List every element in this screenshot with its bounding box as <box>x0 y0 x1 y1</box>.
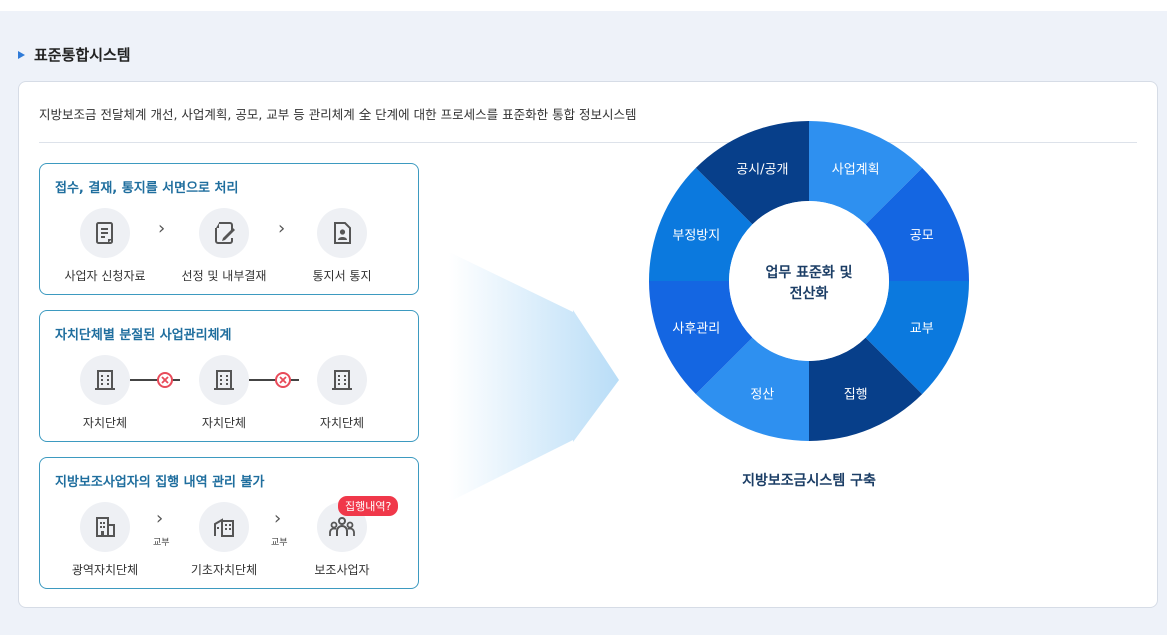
item-label: 기초자치단체 <box>190 563 258 577</box>
wheel-segment-label: 사후관리 <box>672 322 720 337</box>
wheel-segment <box>695 337 809 441</box>
problem-box-paper: 접수, 결재, 통지를 서면으로 처리 사업자 신청자료 › 선정 및 내부결재… <box>39 163 419 295</box>
connector-line <box>249 379 299 381</box>
execution-question-badge: 집행내역? <box>338 496 399 516</box>
item-label: 자치단체 <box>201 416 247 430</box>
wheel-segment <box>649 167 753 281</box>
wheel-segment <box>809 337 923 441</box>
building-icon <box>317 355 367 405</box>
item-label: 광역자치단체 <box>71 563 139 577</box>
divider <box>39 142 1137 143</box>
local-government: 자치단체 <box>169 355 279 431</box>
wheel-segment <box>865 167 969 281</box>
system-build-label: 지방보조금시스템 구축 <box>742 473 876 489</box>
wheel-segment-label: 정산 <box>750 388 774 403</box>
transition-arrow-icon <box>449 252 619 502</box>
disconnect-x-icon <box>157 372 173 388</box>
wheel-segment <box>865 281 969 395</box>
connector-line <box>130 379 180 381</box>
triangle-bullet-icon <box>18 50 25 59</box>
step-label: 선정 및 내부결재 <box>181 269 267 283</box>
wheel-center <box>729 201 889 361</box>
wheel-center-label: 전산화 <box>790 285 829 302</box>
flow-step: 광역자치단체 <box>50 502 160 578</box>
building-icon <box>80 355 130 405</box>
edit-document-icon <box>199 208 249 258</box>
step-label: 사업자 신청자료 <box>64 269 146 283</box>
building-icon <box>199 355 249 405</box>
chevron-right-icon: › <box>278 218 286 239</box>
item-label: 자치단체 <box>82 416 128 430</box>
document-icon <box>80 208 130 258</box>
local-government: 자치단체 <box>287 355 397 431</box>
chevron-right-icon: › <box>274 508 282 529</box>
item-label: 자치단체 <box>319 416 365 430</box>
wheel-segment <box>649 281 753 395</box>
wheel-segment <box>809 121 923 225</box>
wheel-segment <box>695 121 809 225</box>
wheel-segment-label: 부정방지 <box>672 228 720 243</box>
person-document-icon <box>317 208 367 258</box>
wheel-segment-label: 공모 <box>910 228 934 243</box>
system-description: 지방보조금 전달체계 개선, 사업계획, 공모, 교부 등 관리체계 全 단계에… <box>39 107 637 122</box>
arrow-label: 교부 <box>153 538 170 548</box>
disconnect-x-icon <box>275 372 291 388</box>
wheel-segment-label: 공시/공개 <box>736 162 788 177</box>
box-title: 지방보조사업자의 집행 내역 관리 불가 <box>55 475 265 490</box>
content-panel: 지방보조금 전달체계 개선, 사업계획, 공모, 교부 등 관리체계 全 단계에… <box>18 81 1158 608</box>
problem-box-execution: 지방보조사업자의 집행 내역 관리 불가 광역자치단체 › 교부 기초자치단체 … <box>39 457 419 589</box>
item-label: 보조사업자 <box>314 563 370 577</box>
local-government: 자치단체 <box>50 355 160 431</box>
flow-step: 기초자치단체 <box>169 502 279 578</box>
small-building-icon <box>199 502 249 552</box>
process-step: 사업자 신청자료 <box>50 208 160 284</box>
chevron-right-icon: › <box>156 508 164 529</box>
box-title: 접수, 결재, 통지를 서면으로 처리 <box>55 181 239 196</box>
problem-box-fragmented: 자치단체별 분절된 사업관리체계 자치단체 자치단체 자치단체 <box>39 310 419 442</box>
arrow-label: 교부 <box>271 538 288 548</box>
wheel-center-label: 업무 표준화 및 <box>765 264 852 281</box>
process-step: 선정 및 내부결재 <box>169 208 279 284</box>
large-building-icon <box>80 502 130 552</box>
top-strip <box>0 0 1167 11</box>
process-step: 통지서 통지 <box>287 208 397 284</box>
wheel-segment-label: 교부 <box>910 322 934 337</box>
wheel-segment-label: 사업계획 <box>832 162 880 177</box>
wheel-segment-label: 집행 <box>844 387 868 403</box>
section-heading: 표준통합시스템 <box>18 44 131 65</box>
chevron-right-icon: › <box>158 218 166 239</box>
box-title: 자치단체별 분절된 사업관리체계 <box>55 328 232 343</box>
section-title: 표준통합시스템 <box>34 46 131 64</box>
step-label: 통지서 통지 <box>312 269 372 283</box>
